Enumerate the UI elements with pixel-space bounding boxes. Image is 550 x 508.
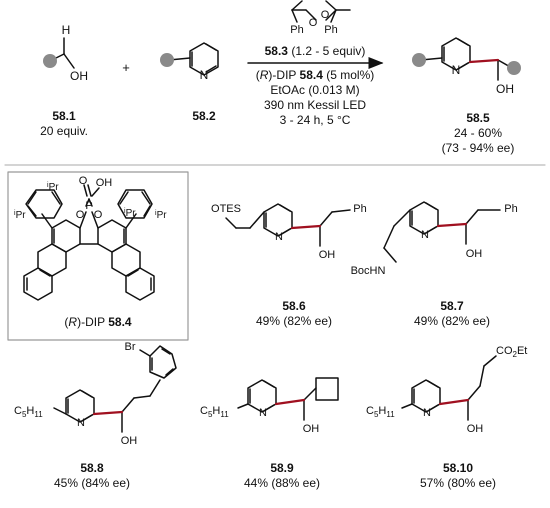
reagent-1-equiv: 20 equiv. <box>40 124 88 138</box>
atom-ph: Ph <box>353 203 366 215</box>
conditions-solvent: EtOAc (0.013 M) <box>270 83 359 97</box>
reagent-1-id: 58.1 <box>52 109 76 123</box>
substituent-label: C5H11 <box>14 405 43 419</box>
product-58-6-yield: 49% (82% ee) <box>256 314 332 328</box>
atom-o: O <box>79 175 88 187</box>
product-yield: 24 - 60% <box>454 126 502 140</box>
reagent-pyridine-structure <box>168 42 219 76</box>
r-group-dot <box>507 61 521 75</box>
ipr-label: iPr <box>47 182 59 193</box>
product-58-9-yield: 44% (88% ee) <box>244 476 320 490</box>
product-58-10-structure <box>401 355 497 421</box>
catalyst-structure <box>7 171 189 341</box>
atom-o: O <box>309 17 318 29</box>
product-58-10-id: 58.10 <box>443 461 473 475</box>
product-58-8-yield: 45% (84% ee) <box>54 476 130 490</box>
atom-oh: OH <box>303 423 320 435</box>
atom-oh: OH <box>319 249 336 261</box>
atom-n: N <box>200 68 209 82</box>
catalyst-label: (R)-DIP 58.4 <box>64 315 131 329</box>
atom-n: N <box>259 407 267 419</box>
plus-sign: + <box>122 60 130 75</box>
substituent-label: C5H11 <box>200 405 229 419</box>
ipr-label: iPr <box>155 210 167 221</box>
product-58-9-id: 58.9 <box>270 461 294 475</box>
product-58-6-id: 58.6 <box>282 299 306 313</box>
substituent-label: BocHN <box>351 265 386 277</box>
product-58-10-yield: 57% (80% ee) <box>420 476 496 490</box>
catalyst-box <box>7 171 189 341</box>
atom-n: N <box>77 417 85 429</box>
atom-n: N <box>421 229 429 241</box>
atom-oh: OH <box>96 177 113 189</box>
product-58-8-structure <box>53 345 177 433</box>
substituent-label: OTES <box>211 203 241 215</box>
product-ee: (73 - 94% ee) <box>442 141 515 155</box>
r-group-dot <box>43 54 57 68</box>
atom-oh: OH <box>70 69 88 83</box>
product-58-7-structure <box>383 201 501 263</box>
atom-ph: Ph <box>290 24 303 36</box>
ester-label: CO2Et <box>496 345 527 359</box>
r-group-dot <box>412 53 426 67</box>
conditions-catalyst: (R)-DIP 58.4 (5 mol%) <box>256 68 375 82</box>
atom-h: H <box>62 23 71 37</box>
atom-o: O <box>321 9 330 21</box>
stereo-bond-58-6 <box>290 224 322 230</box>
atom-oh: OH <box>496 82 514 96</box>
atom-oh: OH <box>121 435 138 447</box>
stereo-bond <box>468 58 500 64</box>
conditions-light: 390 nm Kessil LED <box>264 98 366 112</box>
atom-oh: OH <box>466 248 483 260</box>
oxidant-structure <box>291 0 351 23</box>
product-58-9-structure <box>237 377 339 421</box>
conditions-oxidant: 58.3 (1.2 - 5 equiv) <box>265 44 366 58</box>
atom-br: Br <box>125 341 136 353</box>
product-58-7-id: 58.7 <box>440 299 464 313</box>
ipr-label: iPr <box>124 208 136 219</box>
stereo-bond-58-9 <box>274 398 306 406</box>
product-id: 58.5 <box>466 111 490 125</box>
substituent-label: C5H11 <box>366 405 395 419</box>
product-58-6-structure <box>225 203 351 247</box>
ipr-label: iPr <box>14 210 26 221</box>
atom-n: N <box>452 63 461 77</box>
r-group-dot <box>160 53 174 67</box>
atom-ph: Ph <box>324 24 337 36</box>
conditions-time-temp: 3 - 24 h, 5 °C <box>280 113 351 127</box>
atom-ph: Ph <box>504 203 517 215</box>
stereo-bond-58-7 <box>436 222 468 228</box>
reagent-2-id: 58.2 <box>192 109 216 123</box>
atom-p: P <box>85 200 92 212</box>
stereo-bond-58-8 <box>92 410 124 416</box>
product-58-8-id: 58.8 <box>80 461 104 475</box>
atom-o: O <box>94 209 103 221</box>
atom-o: O <box>76 209 85 221</box>
atom-oh: OH <box>467 423 484 435</box>
atom-n: N <box>423 407 431 419</box>
product-58-7-yield: 49% (82% ee) <box>414 314 490 328</box>
atom-n: N <box>275 231 283 243</box>
stereo-bond-58-10 <box>438 398 470 406</box>
